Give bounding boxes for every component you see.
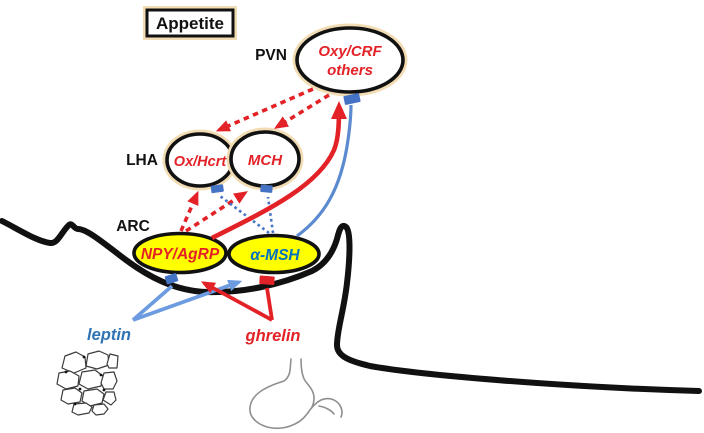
node-npy-agrp-shape bbox=[132, 231, 228, 275]
ghrelin-label: ghrelin bbox=[244, 327, 300, 345]
tbar-amsh-on-mch bbox=[260, 184, 273, 193]
title-box: Appetite bbox=[143, 6, 237, 40]
edge-npy-to-mch bbox=[185, 191, 248, 233]
adipose-cell bbox=[85, 350, 110, 370]
node-mch-text: MCH bbox=[248, 152, 283, 169]
adipose-cell bbox=[91, 403, 109, 416]
adipose-cell bbox=[60, 387, 83, 405]
region-label-arc: ARC bbox=[116, 218, 150, 235]
node-alpha-msh-text: α-MSH bbox=[250, 247, 300, 264]
tbar-ghrelin-on-amsh bbox=[259, 275, 275, 285]
edge-amsh-to-oxhcrt bbox=[219, 194, 270, 235]
region-label-pvn: PVN bbox=[255, 47, 287, 64]
tbar-amsh-on-oxhcrt bbox=[210, 184, 224, 194]
edge-amsh-to-pvn bbox=[296, 104, 353, 238]
leptin-label: leptin bbox=[87, 326, 131, 344]
adipose-cell-junctions bbox=[64, 355, 106, 406]
adipose-cell bbox=[61, 351, 87, 374]
stomach-lesser-curvature bbox=[300, 358, 315, 408]
adipose-cell bbox=[106, 353, 119, 369]
node-pvn-oxycrf: Oxy/CRF others bbox=[292, 23, 408, 97]
node-oxhcrt-text: Ox/Hcrt bbox=[174, 154, 228, 170]
edge-npy-to-pvn bbox=[210, 101, 347, 241]
edge-npy-to-oxhcrt bbox=[179, 190, 199, 232]
stomach-duodenum-line bbox=[318, 405, 335, 415]
node-pvn-shape bbox=[295, 26, 405, 94]
adipose-tissue-icon bbox=[56, 350, 119, 416]
region-label-lha: LHA bbox=[126, 152, 158, 169]
node-pvn-text-line1: Oxy/CRF bbox=[318, 43, 382, 60]
tbar-leptin-on-npy bbox=[164, 273, 179, 285]
adipose-cell bbox=[56, 370, 80, 390]
node-oxhcrt: Ox/Hcrt bbox=[162, 129, 238, 191]
adipose-cell bbox=[100, 371, 118, 390]
adipose-cell bbox=[78, 369, 104, 390]
node-npy-agrp: NPY/AgRP bbox=[132, 231, 228, 275]
tbar-amsh-on-pvn bbox=[343, 93, 361, 105]
edge-ghrelin-to-npy bbox=[200, 281, 273, 322]
edge-pvn-to-mch bbox=[274, 93, 330, 129]
edge-pvn-to-oxhcrt bbox=[215, 87, 314, 132]
node-mch: MCH bbox=[226, 127, 304, 191]
adipose-cell bbox=[102, 391, 117, 406]
node-npy-agrp-text: NPY/AgRP bbox=[141, 246, 220, 263]
edge-amsh-to-mch bbox=[266, 196, 275, 234]
edge-leptin-to-amsh bbox=[132, 279, 243, 322]
brain-outline bbox=[0, 218, 702, 394]
title-box-frame bbox=[145, 8, 235, 38]
node-alpha-msh: α-MSH bbox=[227, 233, 321, 275]
node-alpha-msh-shape bbox=[227, 233, 321, 275]
diagram-title: Appetite bbox=[156, 14, 224, 33]
stomach-outline bbox=[249, 358, 343, 430]
edge-ghrelin-to-amsh bbox=[265, 287, 274, 321]
edge-leptin-to-npy bbox=[131, 284, 174, 322]
node-pvn-text-line2: others bbox=[327, 62, 373, 79]
stomach-icon bbox=[249, 358, 343, 430]
